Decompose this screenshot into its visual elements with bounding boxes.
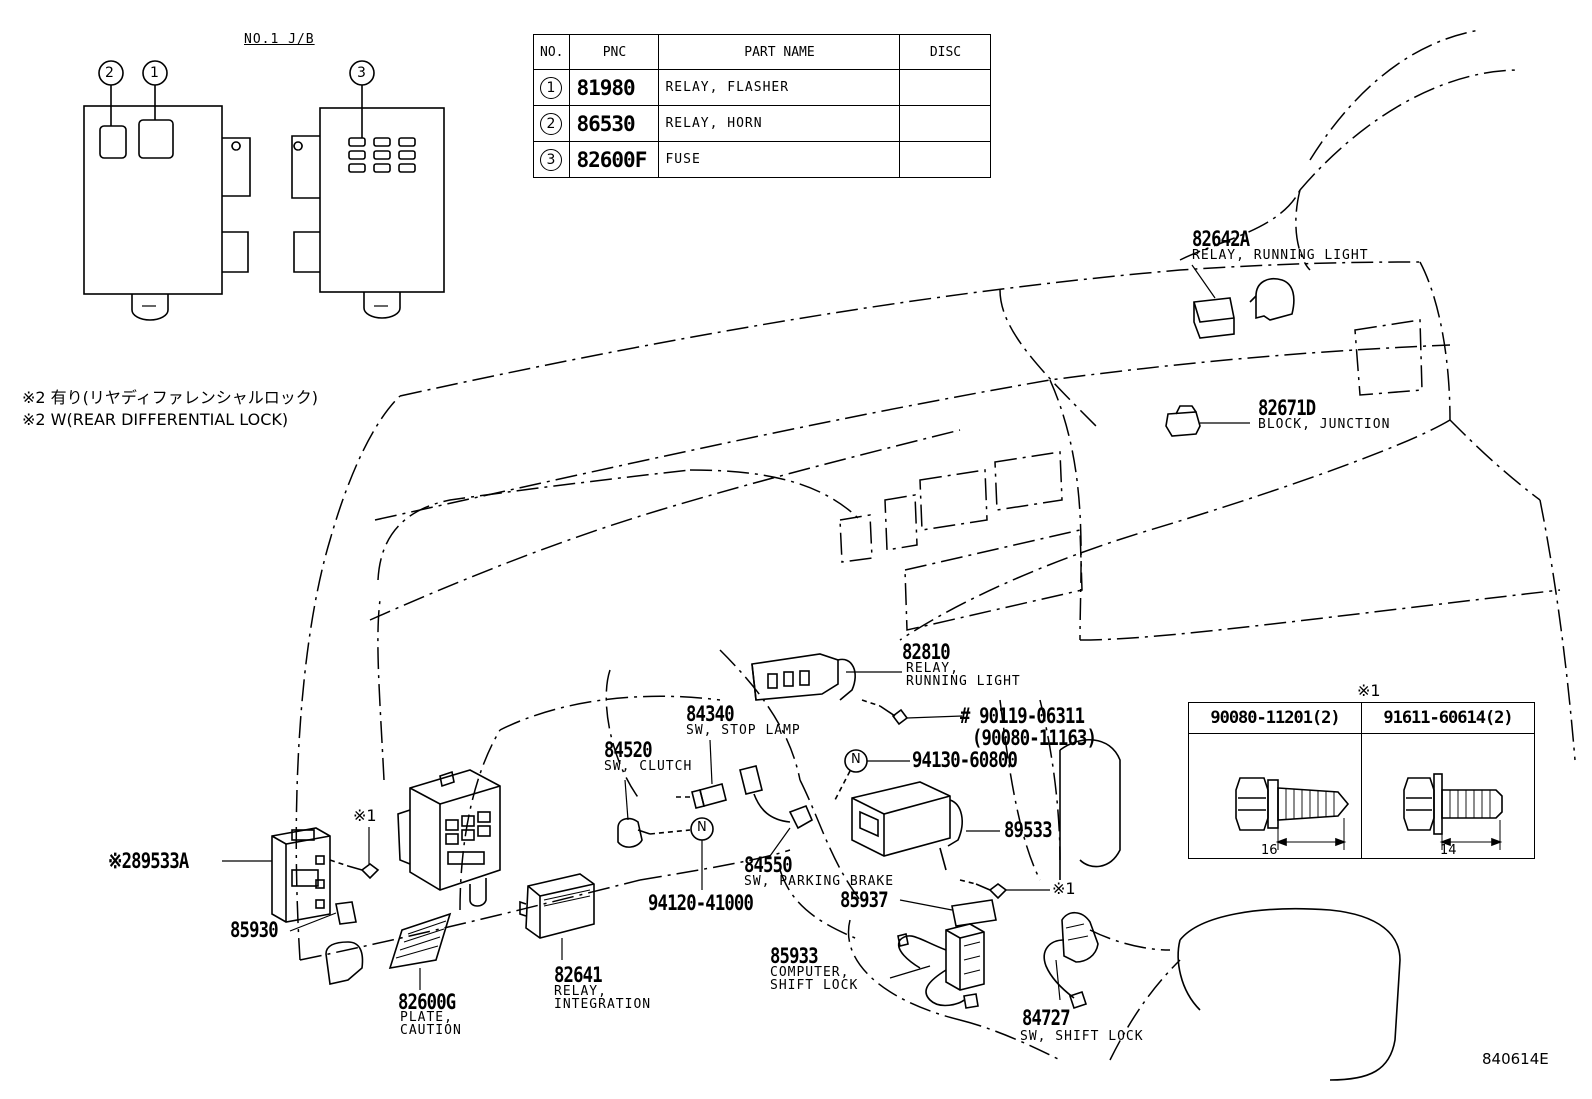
- pn-89533: 89533: [1004, 818, 1053, 842]
- name-84340: SW, STOP LAMP: [686, 723, 801, 738]
- mark-n-94130: N: [851, 752, 861, 767]
- relay-85930: [289, 901, 364, 985]
- name-85933-b: SHIFT LOCK: [770, 978, 859, 993]
- row-disc: [899, 141, 992, 178]
- caution-plate-82600g: [388, 912, 452, 990]
- rear-diff-lock-computer-89533a: [222, 827, 331, 923]
- jb-callout-1: 1: [150, 65, 159, 81]
- pn-90080-alt: (90080-11163): [972, 726, 1097, 750]
- bolt-cell-90080: 16: [1188, 733, 1362, 859]
- note-english: ※2 W(REAR DIFFERENTIAL LOCK): [22, 410, 289, 429]
- pn-84550: 84550: [744, 853, 793, 877]
- name-82671d: BLOCK, JUNCTION: [1258, 417, 1391, 432]
- name-82600g-a: PLATE,: [400, 1010, 453, 1025]
- relay-running-light-82810: [751, 653, 902, 701]
- shift-lock-computer-85933: [889, 923, 985, 1009]
- pn-94130: 94130-60800: [912, 748, 1018, 772]
- row-number: 1: [540, 76, 562, 99]
- col-disc: DISC: [899, 34, 992, 70]
- parts-table: NO. PNC PART NAME DISC 1 81980 RELAY, FL…: [532, 34, 992, 178]
- integration-relay-82641: [519, 873, 595, 960]
- row-part-name: FUSE: [658, 141, 901, 178]
- row-part-name: RELAY, FLASHER: [658, 69, 901, 106]
- name-82810-a: RELAY,: [906, 661, 959, 676]
- parking-brake-switch-84550: [739, 765, 814, 857]
- junction-block-left-view: [83, 105, 251, 321]
- jb-callout-3: 3: [357, 65, 366, 81]
- name-84520: SW, CLUTCH: [604, 759, 693, 774]
- col-no: NO.: [532, 34, 571, 70]
- note-japanese: ※2 有り(リヤディファレンシャルロック): [22, 388, 319, 407]
- pad-85937: [899, 899, 997, 927]
- name-82600g-b: CAUTION: [400, 1023, 462, 1038]
- figure-id: 840614E: [1482, 1050, 1549, 1068]
- bolt-dim-14: 14: [1440, 843, 1457, 858]
- col-part-name: PART NAME: [658, 34, 901, 70]
- pn-85937: 85937: [840, 888, 889, 912]
- bolt-table: 90080-11201(2) 91611-60614(2) 16 14: [1188, 702, 1535, 859]
- pn-82600g: 82600G: [398, 990, 456, 1014]
- name-82642a: RELAY, RUNNING LIGHT: [1192, 248, 1369, 263]
- row-number: 2: [540, 112, 562, 135]
- pn-90119: # 90119-06311: [960, 704, 1085, 728]
- dashboard-outline: [295, 29, 1576, 1061]
- bolt-pn-91611: 91611-60614(2): [1361, 702, 1535, 734]
- pn-82810: 82810: [902, 640, 951, 664]
- row-disc: [899, 105, 992, 142]
- bolt-pn-90080: 90080-11201(2): [1188, 702, 1362, 734]
- row-number: 3: [540, 148, 562, 171]
- name-84550: SW, PARKING BRAKE: [744, 874, 895, 889]
- bolt-mark1-left: [329, 827, 380, 880]
- bolt-dim-16: 16: [1261, 843, 1278, 858]
- row-pnc: 82600F: [569, 141, 660, 178]
- pn-82671d: 82671D: [1258, 396, 1316, 420]
- relay-running-light-82642a: [1191, 264, 1295, 339]
- mark-1-left: ※1: [353, 806, 377, 825]
- pn-82642a: 82642A: [1192, 227, 1250, 251]
- junction-block-82671d: [1165, 405, 1250, 437]
- mark-n-94120: N: [697, 820, 707, 835]
- stop-lamp-switch-84340: [676, 739, 727, 809]
- table-row: 3 82600F FUSE: [532, 141, 992, 178]
- row-part-name: RELAY, HORN: [658, 105, 901, 142]
- junction-block-right-view: [291, 107, 445, 319]
- table-row: 2 86530 RELAY, HORN: [532, 105, 992, 142]
- bolt-table-mark: ※1: [1357, 681, 1381, 700]
- parts-table-header: NO. PNC PART NAME DISC: [532, 34, 992, 70]
- bolt-90119: [861, 699, 963, 726]
- row-pnc: 86530: [569, 105, 660, 142]
- mark-1-right: ※1: [1052, 879, 1076, 898]
- pn-85933: 85933: [770, 944, 819, 968]
- pn-84520: 84520: [604, 738, 653, 762]
- name-82810-b: RUNNING LIGHT: [906, 674, 1021, 689]
- name-82641-b: INTEGRATION: [554, 997, 652, 1012]
- pn-89533a: ※289533A: [108, 849, 189, 873]
- pn-85930: 85930: [230, 918, 279, 942]
- pn-84727: 84727: [1022, 1006, 1071, 1030]
- name-82641-a: RELAY,: [554, 984, 607, 999]
- table-row: 1 81980 RELAY, FLASHER: [532, 69, 992, 106]
- pn-84340: 84340: [686, 702, 735, 726]
- shift-lock-switch-84727: [1043, 911, 1099, 1010]
- clutch-switch-84520: [617, 779, 691, 848]
- row-pnc: 81980: [569, 69, 660, 106]
- junction-block-main: [397, 769, 501, 907]
- jb-title: NO.1 J/B: [244, 32, 315, 47]
- bolt-mark1-right: [959, 879, 1050, 900]
- console-armrest: [1059, 739, 1401, 1081]
- bolt-cell-91611: 14: [1361, 733, 1535, 859]
- name-84727: SW, SHIFT LOCK: [1020, 1029, 1144, 1044]
- pn-82641: 82641: [554, 963, 603, 987]
- jb-callout-leaders: [98, 60, 375, 138]
- jb-callout-2: 2: [105, 65, 114, 81]
- col-pnc: PNC: [569, 34, 660, 70]
- name-85933-a: COMPUTER,: [770, 965, 850, 980]
- row-disc: [899, 69, 992, 106]
- shift-lock-computer-89533: [851, 781, 1000, 871]
- pn-94120: 94120-41000: [648, 891, 754, 915]
